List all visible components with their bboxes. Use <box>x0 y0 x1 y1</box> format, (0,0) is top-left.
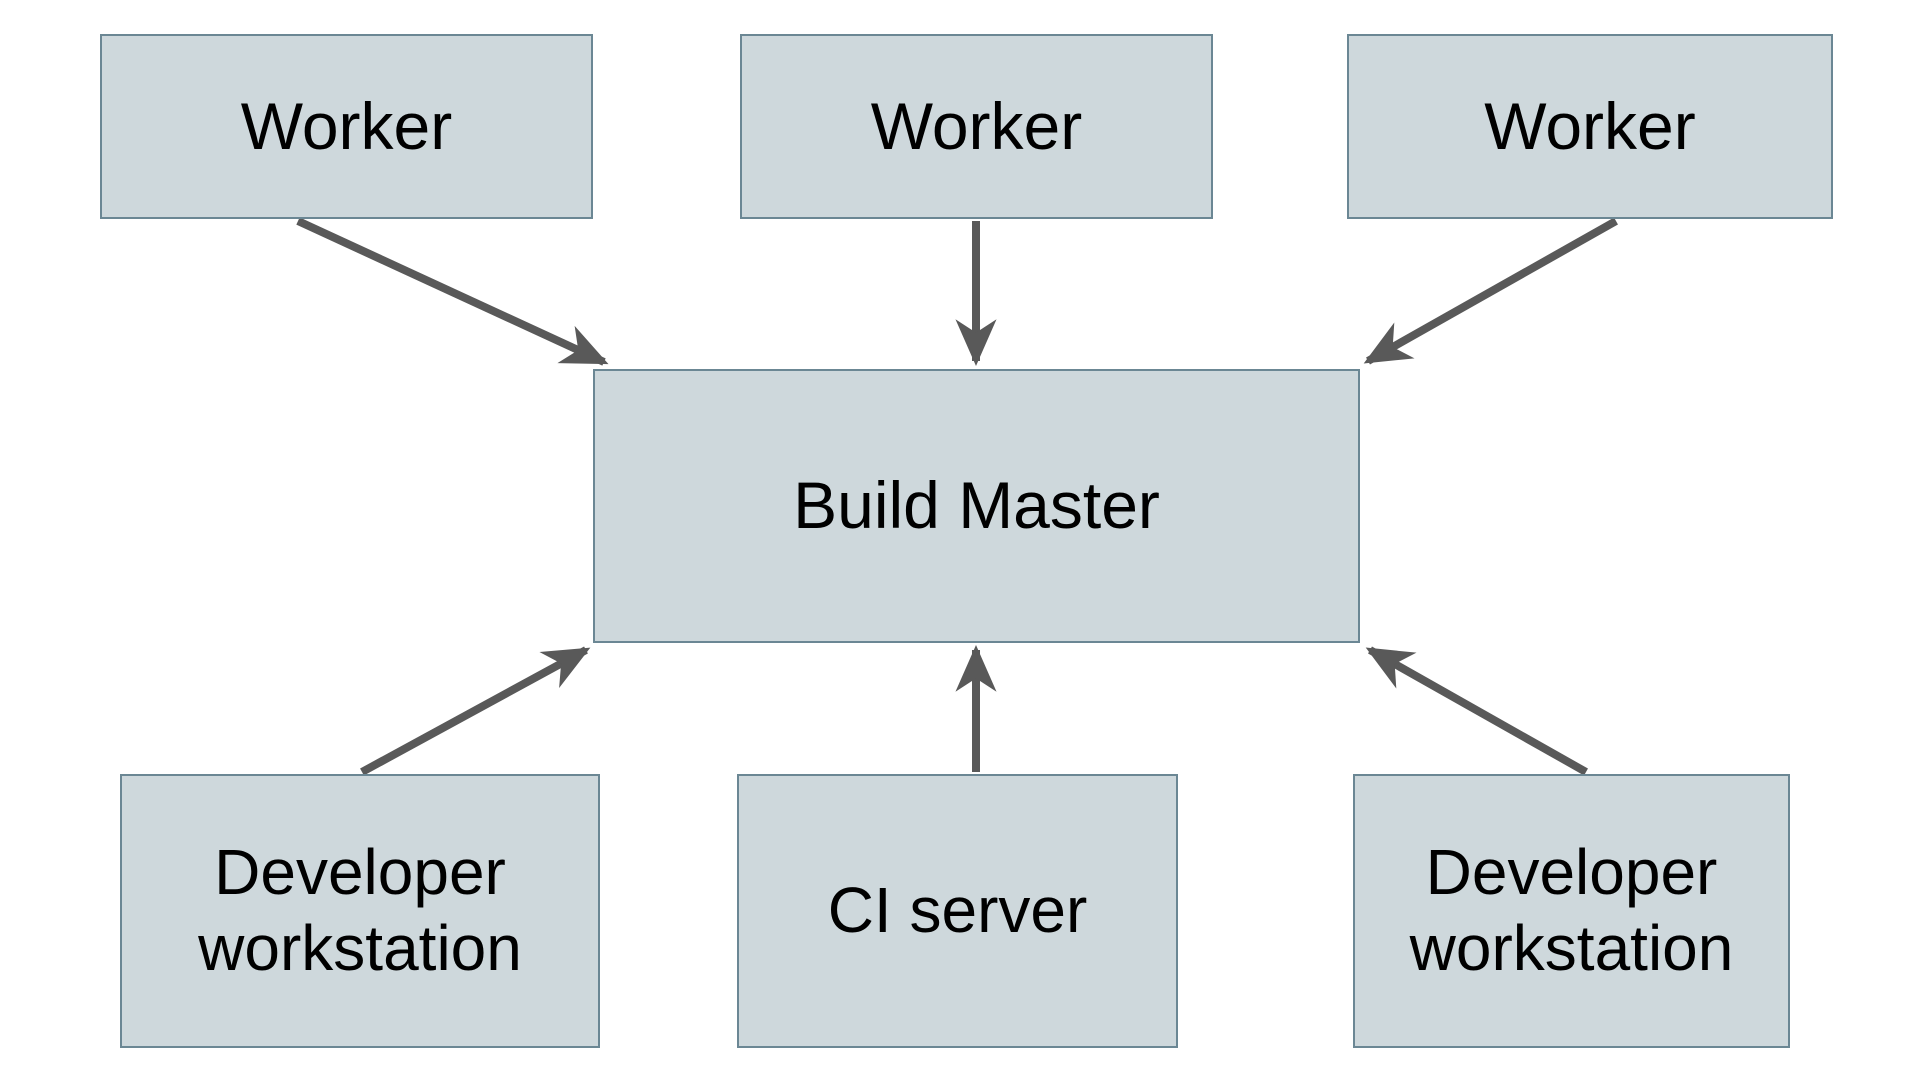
node-ci-server[interactable]: CI server <box>737 774 1178 1048</box>
node-dev-workstation-2-label: Developer workstation <box>1409 836 1734 984</box>
node-dev-workstation-1-label: Developer workstation <box>198 836 522 984</box>
node-build-master[interactable]: Build Master <box>593 369 1360 643</box>
node-dev-workstation-1[interactable]: Developer workstation <box>120 774 600 1048</box>
node-worker-2[interactable]: Worker <box>740 34 1213 219</box>
node-dev-workstation-2[interactable]: Developer workstation <box>1353 774 1790 1048</box>
node-worker-3[interactable]: Worker <box>1347 34 1833 219</box>
node-worker-1-label: Worker <box>240 88 453 163</box>
node-worker-1[interactable]: Worker <box>100 34 593 219</box>
edge-worker1-to-build-master <box>296 217 609 366</box>
node-worker-3-label: Worker <box>1484 88 1696 163</box>
node-ci-server-label: CI server <box>827 874 1088 947</box>
edge-worker3-to-build-master <box>1363 217 1618 365</box>
edge-dev-workstation-1-to-build-master <box>360 646 591 776</box>
node-worker-2-label: Worker <box>870 88 1083 163</box>
node-build-master-label: Build Master <box>793 468 1160 543</box>
edge-dev-workstation-2-to-build-master <box>1365 646 1588 776</box>
